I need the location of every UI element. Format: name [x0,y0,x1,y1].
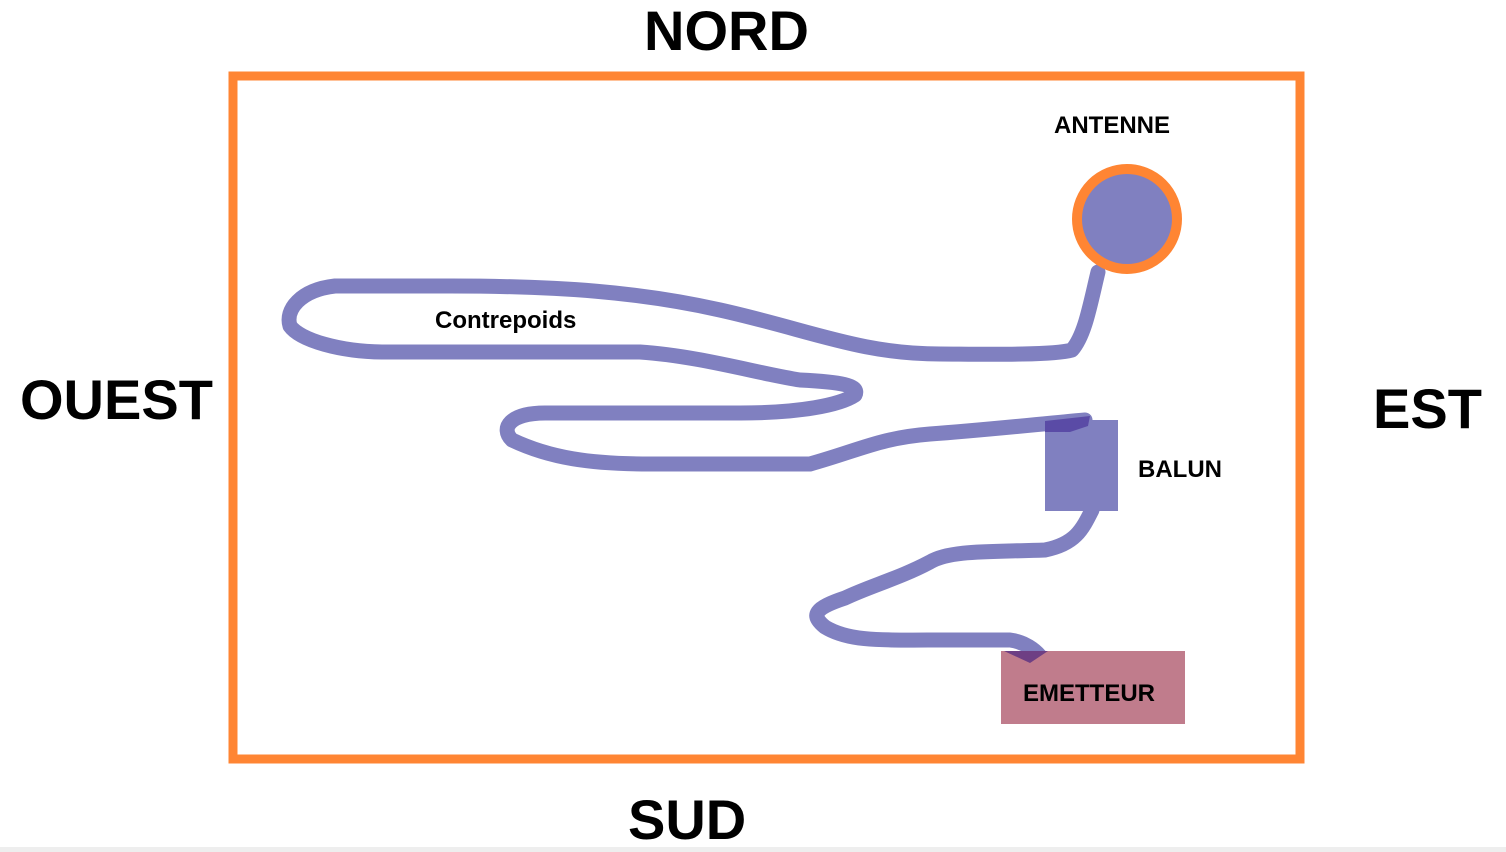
direction-south-label: SUD [628,788,747,851]
balun-wire-overlap [1045,416,1090,432]
counterpoise-label: Contrepoids [435,307,576,334]
antenna-label: ANTENNE [1054,112,1170,139]
counterpoise-wire [281,264,1106,472]
bottom-edge-strip [0,847,1506,852]
transmitter-wire-overlap [1004,651,1048,663]
direction-west-label: OUEST [20,368,213,431]
direction-east-label: EST [1373,377,1482,440]
direction-north-label: NORD [644,0,809,62]
property-boundary [228,71,1305,764]
balun-box [1045,420,1118,511]
antenna-circle [1072,164,1182,274]
balun-label: BALUN [1138,456,1222,483]
transmitter-label: EMETTEUR [1023,680,1155,707]
transmitter-box [1001,651,1185,724]
feed-line [809,502,1100,664]
